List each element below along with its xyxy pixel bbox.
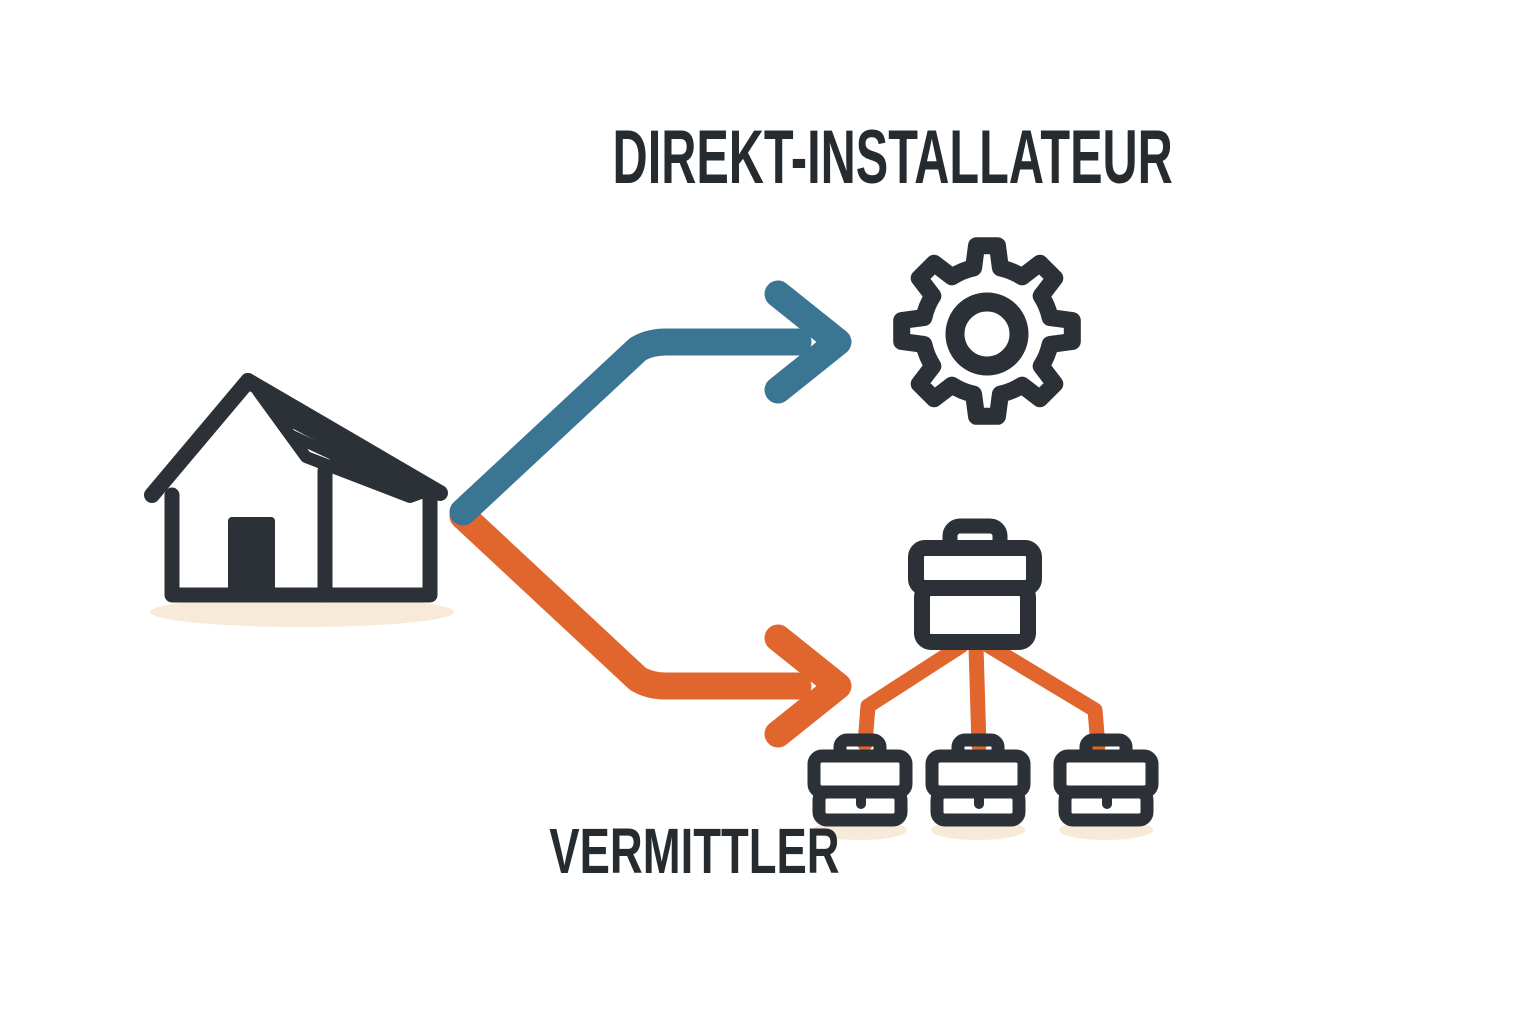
- orange-arrow: [449, 502, 852, 748]
- small-briefcase-icon-center: [932, 740, 1024, 820]
- intermediary-label-text: VERMITTLER: [548, 815, 840, 887]
- house-door: [228, 517, 275, 595]
- solar-panel-grid: [252, 385, 438, 503]
- blue-arrow: [449, 280, 852, 526]
- connector-right: [981, 638, 1106, 754]
- intermediary-label: VERMITTLER: [294, 819, 1094, 883]
- gear-hub: [945, 292, 1029, 376]
- connector-left: [857, 638, 969, 752]
- small-briefcase-icon-left: [814, 740, 906, 820]
- big-briefcase-icon: [908, 518, 1042, 650]
- partner-connectors: [857, 638, 1106, 754]
- house-shadow: [150, 597, 454, 627]
- gear-icon: [893, 237, 1081, 425]
- solar-house-icon: [144, 373, 448, 603]
- direct-installer-label: DIREKT-INSTALLATEUR: [455, 120, 1255, 196]
- connector-center: [968, 638, 987, 754]
- direct-installer-label-text: DIREKT-INSTALLATEUR: [612, 115, 1173, 200]
- small-briefcase-icon-right: [1060, 740, 1152, 820]
